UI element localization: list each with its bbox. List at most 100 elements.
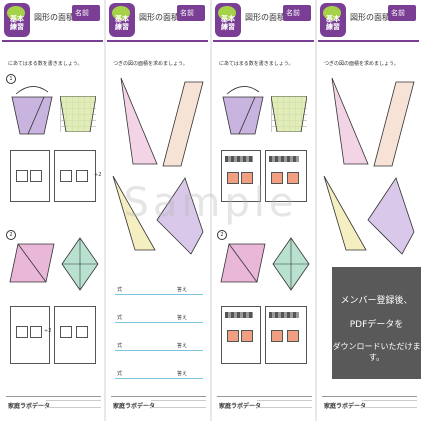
badge-text: 基本 練習 xyxy=(115,15,129,31)
redacted-answer xyxy=(225,156,253,162)
name-field[interactable]: 名前 xyxy=(388,5,416,21)
shape-quad-purple xyxy=(367,177,415,255)
shape-rhombus xyxy=(61,237,99,291)
redacted-answer xyxy=(269,312,299,318)
blank-box[interactable] xyxy=(271,330,283,342)
blank-box[interactable] xyxy=(227,172,239,184)
instruction: にあてはまる数を書きましょう。 xyxy=(219,61,294,67)
shape-parallelogram-pink xyxy=(220,243,266,283)
answer-label: 答え xyxy=(177,315,188,321)
sheet-title: 図形の面積 xyxy=(139,13,179,22)
answer-label: 答え xyxy=(177,343,188,349)
name-field[interactable]: 名前 xyxy=(72,5,100,21)
level-badge: 基本 練習 xyxy=(4,3,30,37)
shape-triangle-pink xyxy=(331,77,369,165)
shape-triangle-yellow xyxy=(112,175,156,251)
sheet-header: 基本 練習 図形の面積 名前 xyxy=(2,0,103,40)
blank-box[interactable] xyxy=(76,326,88,338)
name-label: 名前 xyxy=(286,9,300,17)
level-badge: 基本 練習 xyxy=(320,3,346,37)
instruction: つぎの図の面積を求めましょう。 xyxy=(324,61,399,67)
blank-box[interactable] xyxy=(30,170,42,182)
divide-two-label: ÷2 xyxy=(94,172,102,178)
sheet-footer: 家庭ラボデータ xyxy=(217,396,312,413)
notice-line-3: ダウンロードいただけます。 xyxy=(332,342,421,362)
footer-logo: 家庭ラボデータ xyxy=(324,403,367,410)
shape-triangle-pink xyxy=(120,77,158,165)
formula-label: 式 xyxy=(117,343,123,349)
worksheet-3: 基本 練習 図形の面積 名前 にあてはまる数を書きましょう。 2 家庭ラボデータ xyxy=(213,0,314,421)
blank-box[interactable] xyxy=(271,172,283,184)
sheet-divider xyxy=(315,0,317,421)
blank-box[interactable] xyxy=(241,172,253,184)
sheet-header: 基本 練習 図形の面積 名前 xyxy=(318,0,419,40)
footer-fineprint xyxy=(151,400,206,408)
blank-box[interactable] xyxy=(16,326,28,338)
instruction: つぎの図の面積を求めましょう。 xyxy=(113,61,188,67)
formula-label: 式 xyxy=(117,315,123,321)
redacted-answer xyxy=(225,312,253,318)
download-notice-overlay: メンバー登録後、 PDFデータを ダウンロードいただけます。 xyxy=(332,267,421,379)
footer-logo: 家庭ラボデータ xyxy=(219,403,262,410)
name-field[interactable]: 名前 xyxy=(283,5,311,21)
formula-label: 式 xyxy=(117,287,123,293)
level-badge: 基本 練習 xyxy=(215,3,241,37)
shape-parallelogram-cut xyxy=(11,86,53,135)
blank-box[interactable] xyxy=(241,330,253,342)
sheet-header: 基本 練習 図形の面積 名前 xyxy=(107,0,208,40)
footer-logo: 家庭ラボデータ xyxy=(8,403,51,410)
header-rule xyxy=(107,40,208,42)
sheet-footer: 家庭ラボデータ xyxy=(6,396,101,413)
shape-rhombus xyxy=(272,237,310,291)
footer-fineprint xyxy=(46,400,101,408)
sample-watermark: Sample xyxy=(123,180,298,226)
name-field[interactable]: 名前 xyxy=(177,5,205,21)
sheet-header: 基本 練習 図形の面積 名前 xyxy=(213,0,314,40)
leaf-icon xyxy=(218,6,236,20)
shape-quad-purple xyxy=(156,177,204,255)
leaf-icon xyxy=(7,6,25,20)
header-rule xyxy=(318,40,419,42)
blank-box[interactable] xyxy=(60,326,72,338)
sheet-divider xyxy=(104,0,106,421)
formula-label: 式 xyxy=(117,371,123,377)
badge-text: 基本 練習 xyxy=(326,15,340,31)
leaf-icon xyxy=(112,6,130,20)
blank-box[interactable] xyxy=(287,172,299,184)
shape-parallelogram-cut xyxy=(222,86,264,135)
shape-rectangle xyxy=(60,96,96,132)
blank-box[interactable] xyxy=(30,326,42,338)
name-label: 名前 xyxy=(180,9,194,17)
sheet-footer: 家庭ラボデータ xyxy=(322,396,417,413)
header-rule xyxy=(213,40,314,42)
shape-parallelogram-pink xyxy=(9,243,55,283)
instruction: にあてはまる数を書きましょう。 xyxy=(8,61,83,67)
name-label: 名前 xyxy=(391,9,405,17)
sheet-footer: 家庭ラボデータ xyxy=(111,396,206,413)
answer-line xyxy=(115,322,203,323)
level-badge: 基本 練習 xyxy=(109,3,135,37)
sheet-title: 図形の面積 xyxy=(350,13,390,22)
answer-label: 答え xyxy=(177,371,188,377)
badge-text: 基本 練習 xyxy=(10,15,24,31)
divide-two-label: ÷2 xyxy=(44,328,52,334)
blank-box[interactable] xyxy=(287,330,299,342)
blank-box[interactable] xyxy=(16,170,28,182)
name-label: 名前 xyxy=(75,9,89,17)
redacted-answer xyxy=(269,156,299,162)
header-rule xyxy=(2,40,103,42)
blank-box[interactable] xyxy=(60,170,72,182)
sheet-title: 図形の面積 xyxy=(245,13,285,22)
footer-fineprint xyxy=(257,400,312,408)
problem-number: 2 xyxy=(217,230,227,240)
blank-box[interactable] xyxy=(76,170,88,182)
problem-number: 1 xyxy=(6,74,16,84)
shape-parallelogram-pale xyxy=(373,81,415,167)
blank-box[interactable] xyxy=(227,330,239,342)
sheet-title: 図形の面積 xyxy=(34,13,74,22)
notice-line-2: PDFデータを xyxy=(349,320,404,330)
shape-rectangle xyxy=(271,96,307,132)
answer-line xyxy=(115,350,203,351)
footer-fineprint xyxy=(362,400,417,408)
leaf-icon xyxy=(323,6,341,20)
